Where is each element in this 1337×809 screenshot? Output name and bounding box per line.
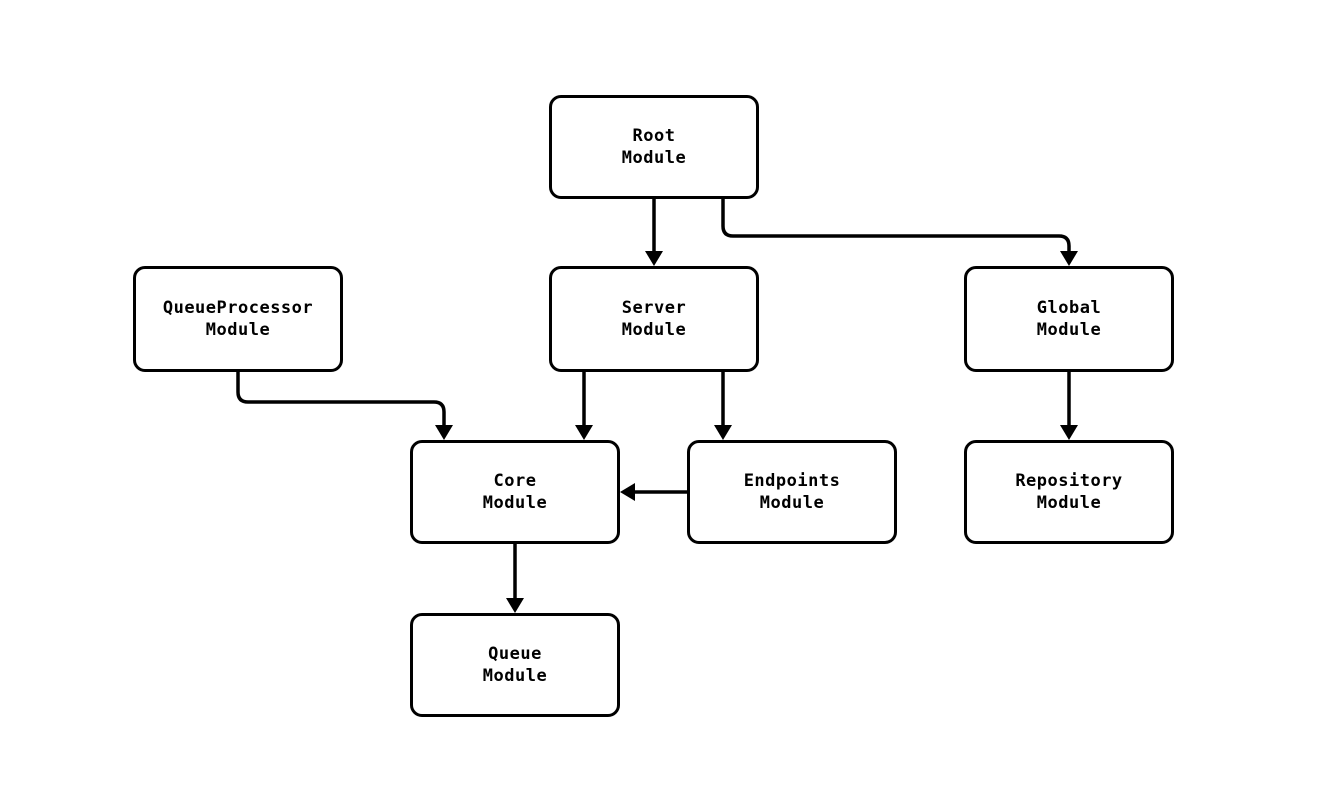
node-label-line1: Repository <box>1015 471 1123 491</box>
edge-line <box>721 199 1071 252</box>
node-label-line1: QueueProcessor <box>162 298 314 318</box>
node-label-line2: Module <box>759 493 825 513</box>
edge-line <box>236 372 446 426</box>
edge-endpoints-to-core <box>620 483 687 501</box>
node-label-line2: Module <box>1036 493 1102 513</box>
node-label-line1: Endpoints <box>743 471 841 491</box>
node-label-line1: Core <box>493 471 537 491</box>
node-label-line1: Global <box>1036 298 1102 318</box>
node-label-line1: Queue <box>488 644 542 664</box>
node-label-line2: Module <box>205 320 271 340</box>
edge-server-to-core <box>575 372 593 440</box>
node-label-line2: Module <box>482 666 548 686</box>
arrowhead <box>1060 425 1078 440</box>
arrowhead <box>506 598 524 613</box>
arrowhead <box>575 425 593 440</box>
arrowhead <box>620 483 635 501</box>
node-label-line2: Module <box>1036 320 1102 340</box>
node-label-line1: Server <box>621 298 687 318</box>
arrowhead <box>714 425 732 440</box>
arrowhead <box>1060 251 1078 266</box>
node-label-line1: Root <box>632 126 676 146</box>
edge-root-to-global <box>721 199 1078 266</box>
edge-core-to-queue <box>506 544 524 613</box>
node-label-line2: Module <box>621 320 687 340</box>
node-label-line2: Module <box>621 148 687 168</box>
arrowhead <box>645 251 663 266</box>
node-label-line2: Module <box>482 493 548 513</box>
edge-global-to-repository <box>1060 372 1078 440</box>
edge-server-to-endpoints <box>714 372 732 440</box>
edge-root-to-server <box>645 199 663 266</box>
arrowhead <box>435 425 453 440</box>
edge-queueprocessor-to-core <box>236 372 453 440</box>
